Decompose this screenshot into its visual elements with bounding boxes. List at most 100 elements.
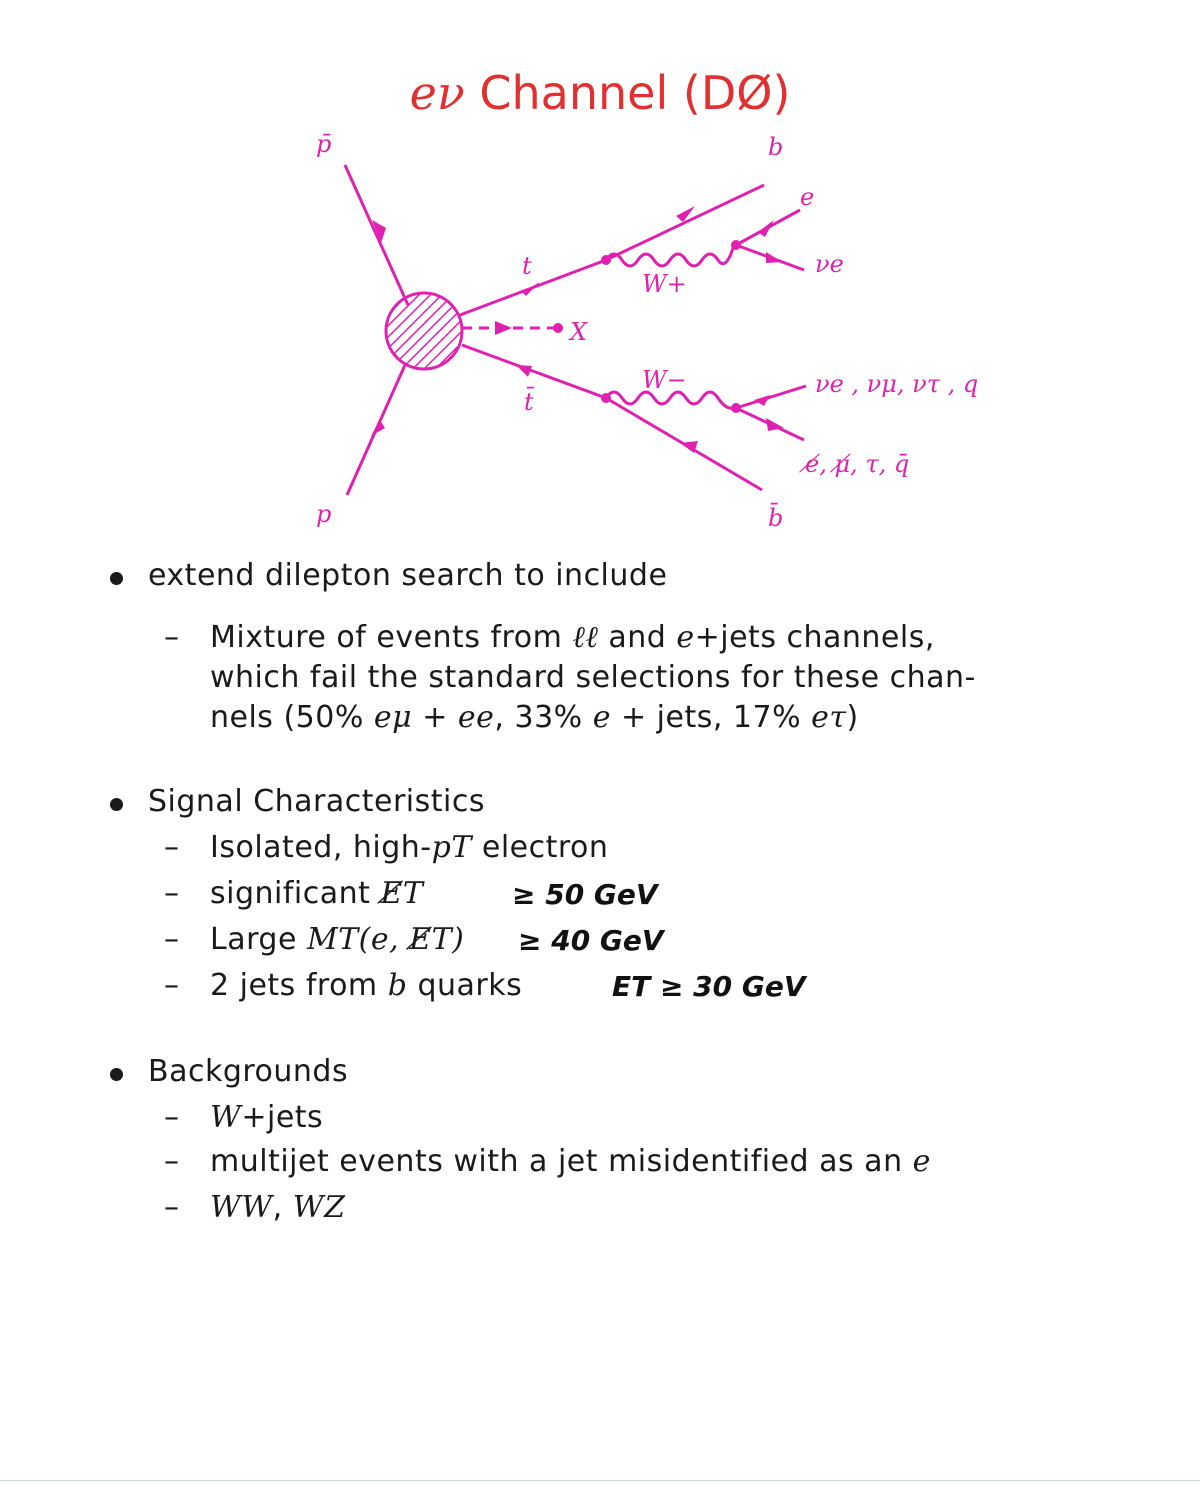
sub-dash: – xyxy=(164,830,180,865)
bullet-text: Signal Characteristics xyxy=(148,784,485,819)
bullet-signal: Signal Characteristics xyxy=(110,784,485,819)
wminus-vertex xyxy=(601,393,611,403)
text: ) xyxy=(846,700,859,735)
text: electron xyxy=(471,830,609,865)
text: + xyxy=(412,700,458,735)
sub-dash: – xyxy=(164,620,180,655)
p-arrow xyxy=(371,420,385,436)
bullet-dot xyxy=(110,572,123,585)
bullet-dot xyxy=(110,1068,123,1081)
sub-wjets: – W+jets xyxy=(164,1098,324,1138)
tbar-line xyxy=(461,343,607,400)
label-bbar: b̄ xyxy=(768,503,783,532)
text: significant xyxy=(210,876,381,911)
bullet-text: extend dilepton search to include xyxy=(148,558,668,593)
e-arrow xyxy=(758,220,774,237)
sub-mt: – Large MT(e, E̸T) xyxy=(164,920,465,960)
text: quarks xyxy=(407,968,523,1003)
text: multijet events with a jet misidentified… xyxy=(210,1144,913,1179)
text: Isolated, high- xyxy=(210,830,432,865)
sub-dash: – xyxy=(164,876,180,911)
math: e xyxy=(912,1144,931,1179)
x-arrow xyxy=(495,321,512,335)
math: b xyxy=(387,968,408,1003)
sub-dash: – xyxy=(164,1190,180,1225)
math: MT(e, E̸T) xyxy=(306,922,465,957)
sub-dash: – xyxy=(164,1144,180,1179)
sub-isolated: – Isolated, high-pT electron xyxy=(164,828,609,868)
math: E̸T xyxy=(380,876,424,911)
math: WW xyxy=(210,1190,273,1225)
math: e xyxy=(592,700,611,735)
math: ℓℓ xyxy=(572,620,599,655)
bullet-text: Backgrounds xyxy=(148,1054,349,1089)
nu-arrow xyxy=(766,252,782,263)
label-p: p xyxy=(316,500,331,528)
math: eτ xyxy=(811,700,847,735)
wplus-vertex xyxy=(601,255,611,265)
sub-multijet: – multijet events with a jet misidentifi… xyxy=(164,1142,931,1182)
text: , xyxy=(272,1190,293,1225)
label-pbar: p̄ xyxy=(316,130,331,158)
title-math: eν xyxy=(409,66,465,120)
title-text: Channel (DØ) xyxy=(479,66,791,120)
sub-dash: – xyxy=(164,922,180,957)
text: nels (50% xyxy=(210,700,374,735)
bbar-arrow xyxy=(680,441,698,453)
pbar-arrow xyxy=(372,220,386,243)
wminus-up-arrow xyxy=(754,395,770,406)
text: Mixture of events from xyxy=(210,620,573,655)
x-dot xyxy=(553,323,563,333)
handwritten-jet-cut: ET ≥ 30 GeV xyxy=(612,970,806,1003)
text: + jets, 17% xyxy=(610,700,812,735)
sub-diboson: – WW, WZ xyxy=(164,1188,346,1228)
label-t: t xyxy=(522,252,532,280)
text: +jets channels, xyxy=(694,620,935,655)
vertex-blob xyxy=(384,291,464,371)
label-nu-e: νe xyxy=(815,250,844,278)
text: and xyxy=(598,620,677,655)
sub-met: – significant E̸T xyxy=(164,874,424,914)
wminus-wavy xyxy=(604,390,735,410)
math: WZ xyxy=(292,1190,346,1225)
label-wminus: W− xyxy=(642,366,687,394)
label-x: X xyxy=(568,318,588,346)
pbar-line xyxy=(343,164,410,306)
sub-jets: – 2 jets from b quarks xyxy=(164,966,523,1006)
math: W xyxy=(210,1100,242,1135)
sub-mixture: – Mixture of events from ℓℓ and e+jets c… xyxy=(164,618,1070,738)
label-neutrinos: νe , νμ, ντ , q xyxy=(815,370,978,398)
label-e: e xyxy=(800,183,814,211)
b-arrow xyxy=(676,206,695,222)
label-b: b xyxy=(768,133,783,161)
math: ee xyxy=(457,700,495,735)
top-arrow xyxy=(522,282,540,296)
label-wplus: W+ xyxy=(642,270,687,298)
feynman-diagram: p̄ p t t̄ X b b̄ e νe W+ W− νe , νμ, ντ … xyxy=(316,130,978,532)
wminus-up-line xyxy=(735,384,807,410)
label-leptons: e̸, μ̸, τ, q̄ xyxy=(798,450,909,478)
wplus-wavy xyxy=(604,244,736,268)
bullet-dot xyxy=(110,798,123,811)
scan-edge-line xyxy=(0,1480,1200,1481)
math: eμ xyxy=(373,700,413,735)
tbar-arrow xyxy=(516,365,532,377)
page-title: eν Channel (DØ) xyxy=(0,66,1200,120)
sub-line: Mixture of events from ℓℓ and e+jets cha… xyxy=(210,618,1070,658)
bullet-extend: extend dilepton search to include xyxy=(110,558,668,593)
math: pT xyxy=(431,830,472,865)
math: e xyxy=(676,620,695,655)
sub-dash: – xyxy=(164,1100,180,1135)
handwritten-mt-cut: ≥ 40 GeV xyxy=(518,924,664,957)
text: 2 jets from xyxy=(210,968,388,1003)
wminus-down-arrow xyxy=(766,418,784,431)
sub-line: nels (50% eμ + ee, 33% e + jets, 17% eτ) xyxy=(210,698,1070,738)
text: , 33% xyxy=(494,700,593,735)
sub-dash: – xyxy=(164,968,180,1003)
text: Large xyxy=(210,922,307,957)
handwritten-met-cut: ≥ 50 GeV xyxy=(512,878,658,911)
b-line xyxy=(605,183,765,262)
text: +jets xyxy=(241,1100,324,1135)
bullet-backgrounds: Backgrounds xyxy=(110,1054,349,1089)
sub-line: which fail the standard selections for t… xyxy=(210,660,976,695)
